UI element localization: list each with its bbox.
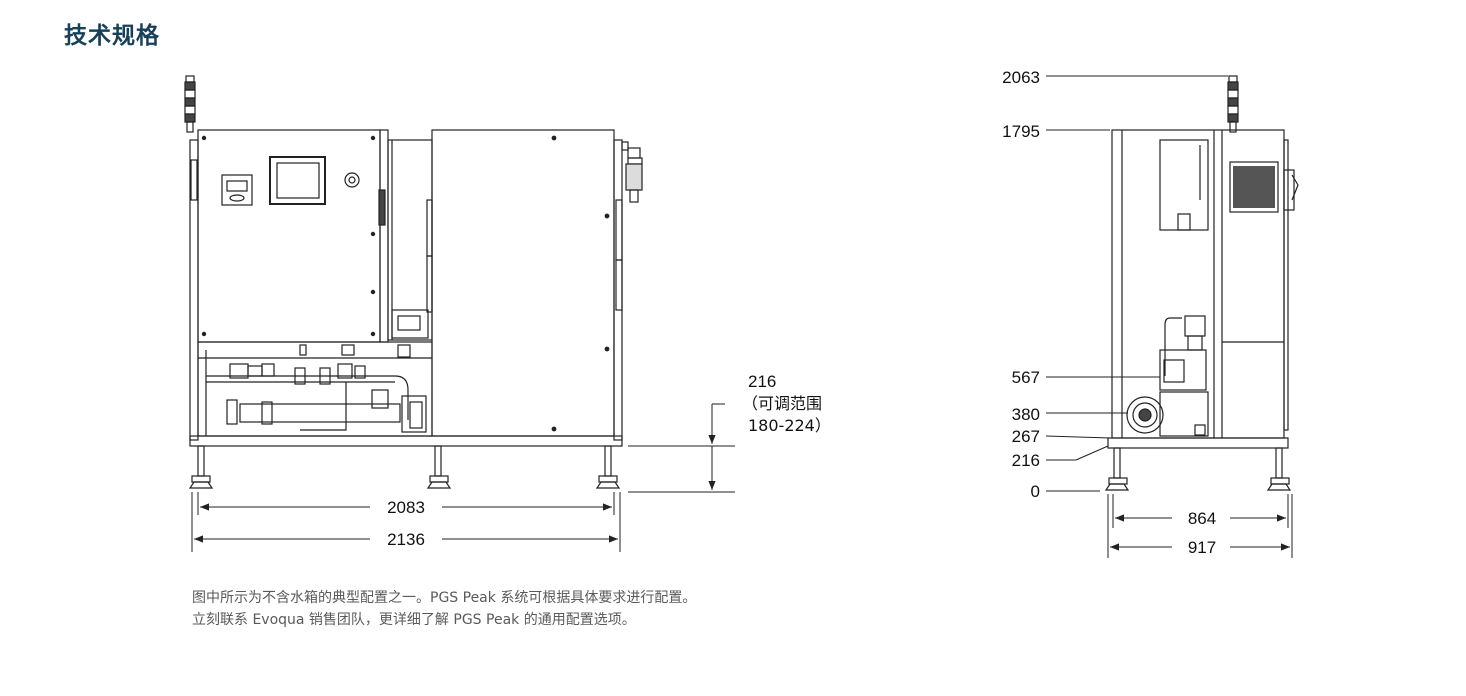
foot-height-label: 216 [748, 372, 776, 391]
height-216-label: 216 [1012, 451, 1040, 470]
height-1795-label: 1795 [1002, 122, 1040, 141]
pump-assembly [1126, 315, 1209, 437]
front-width-outer-label: 2136 [387, 530, 425, 549]
side-leveling-feet [1104, 447, 1292, 491]
side-width-inner-label: 864 [1188, 509, 1216, 528]
side-view [1104, 75, 1299, 558]
front-width-inner-label: 2083 [387, 498, 425, 517]
side-beacon-light-icon [1227, 75, 1239, 133]
foot-range-label-1: （可调范围 [742, 394, 822, 413]
side-dimensions [1110, 514, 1290, 551]
height-567-label: 567 [1012, 368, 1040, 387]
caption: 图中所示为不含水箱的典型配置之一。PGS Peak 系统可根据具体要求进行配置。… [192, 587, 696, 631]
side-width-outer-label: 917 [1188, 538, 1216, 557]
foot-range-label-2: 180-224） [748, 416, 831, 435]
control-cabinet [197, 129, 389, 343]
beacon-light-icon [184, 75, 196, 133]
height-2063-label: 2063 [1002, 68, 1040, 87]
caption-line-2: 立刻联系 Evoqua 销售团队，更详细了解 PGS Peak 的通用配置选项。 [192, 612, 636, 628]
height-267-label: 267 [1012, 427, 1040, 446]
caption-line-1: 图中所示为不含水箱的典型配置之一。PGS Peak 系统可根据具体要求进行配置。 [192, 590, 697, 606]
main-door-panel [426, 129, 615, 437]
height-380-label: 380 [1012, 405, 1040, 424]
lower-equipment-bay [197, 341, 433, 437]
front-view [184, 75, 735, 552]
page-title: 技术规格 [64, 23, 160, 49]
height-0-label: 0 [1031, 482, 1040, 501]
vent-grille-icon [1229, 161, 1279, 213]
front-dimensions [194, 403, 725, 543]
air-filter-icon [621, 141, 643, 203]
side-height-leaders [1045, 75, 1228, 492]
leveling-feet [188, 445, 621, 489]
